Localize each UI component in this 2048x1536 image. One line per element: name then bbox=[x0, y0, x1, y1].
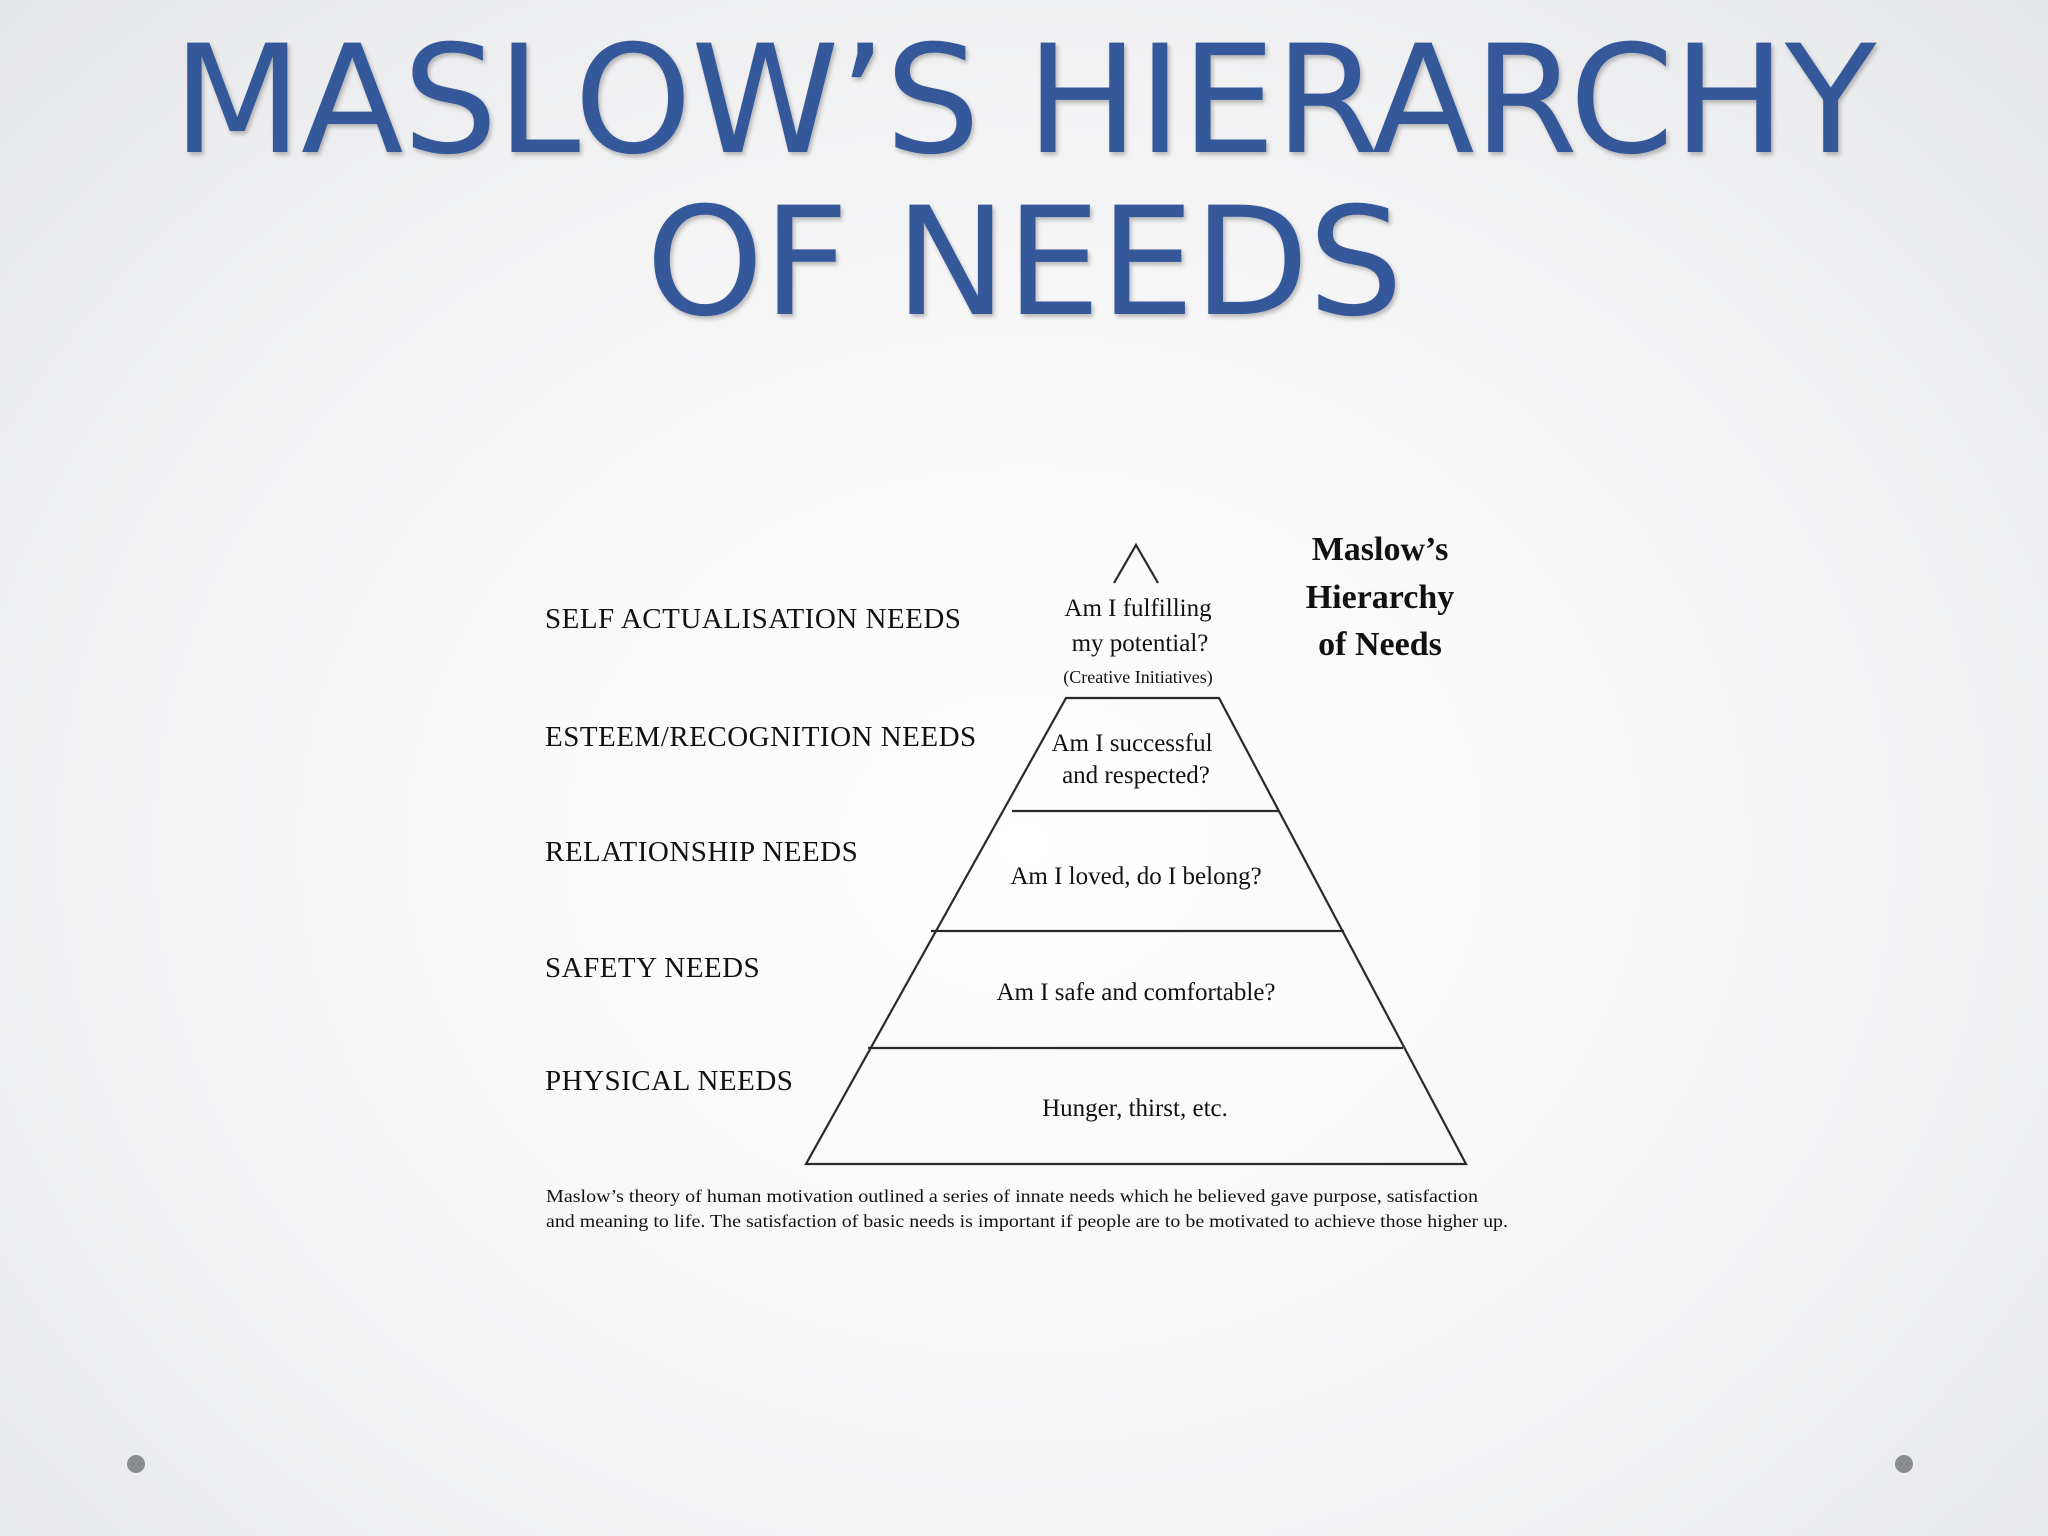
pyramid-apex bbox=[1113, 542, 1159, 584]
pyramid-outline bbox=[804, 696, 1468, 1166]
tier-question-self-actualisation-2: my potential? bbox=[1072, 630, 1209, 657]
slide-dot-left bbox=[127, 1455, 145, 1473]
level-name-physical: PHYSICAL NEEDS bbox=[545, 1065, 793, 1097]
tier-note-self-actualisation: (Creative Initiatives) bbox=[1063, 667, 1212, 688]
tier-question-safety: Am I safe and comfortable? bbox=[996, 979, 1275, 1006]
diagram-caption: Maslow’s theory of human motivation outl… bbox=[546, 1186, 1508, 1231]
tier-question-esteem-2: and respected? bbox=[1062, 762, 1210, 789]
tier-questions: Am I fulfilling my potential? (Creative … bbox=[996, 595, 1275, 1122]
tier-question-physical: Hunger, thirst, etc. bbox=[1042, 1095, 1228, 1122]
level-name-safety: SAFETY NEEDS bbox=[545, 952, 760, 984]
diagram-heading-line-2: Hierarchy bbox=[1306, 579, 1455, 616]
tier-question-relationship: Am I loved, do I belong? bbox=[1010, 863, 1261, 890]
level-name-relationship: RELATIONSHIP NEEDS bbox=[545, 836, 858, 868]
level-name-self-actualisation: SELF ACTUALISATION NEEDS bbox=[545, 603, 961, 635]
caption-line-1: Maslow’s theory of human motivation outl… bbox=[546, 1186, 1478, 1206]
diagram-heading: Maslow’s Hierarchy of Needs bbox=[1306, 531, 1455, 663]
slide-title: MASLOW’S HIERARCHY OF NEEDS bbox=[0, 20, 2048, 344]
level-names: SELF ACTUALISATION NEEDS ESTEEM/RECOGNIT… bbox=[545, 603, 977, 1097]
diagram-heading-line-3: of Needs bbox=[1318, 626, 1442, 663]
slide-title-line-1: MASLOW’S HIERARCHY bbox=[172, 14, 1877, 188]
slide-dot-right bbox=[1895, 1455, 1913, 1473]
diagram-heading-line-1: Maslow’s bbox=[1312, 531, 1449, 568]
caption-line-2: and meaning to life. The satisfaction of… bbox=[546, 1211, 1508, 1231]
tier-question-esteem-1: Am I successful bbox=[1051, 730, 1212, 757]
level-name-esteem: ESTEEM/RECOGNITION NEEDS bbox=[545, 721, 977, 753]
tier-question-self-actualisation-1: Am I fulfilling bbox=[1064, 595, 1212, 622]
slide-title-line-2: OF NEEDS bbox=[645, 176, 1404, 350]
